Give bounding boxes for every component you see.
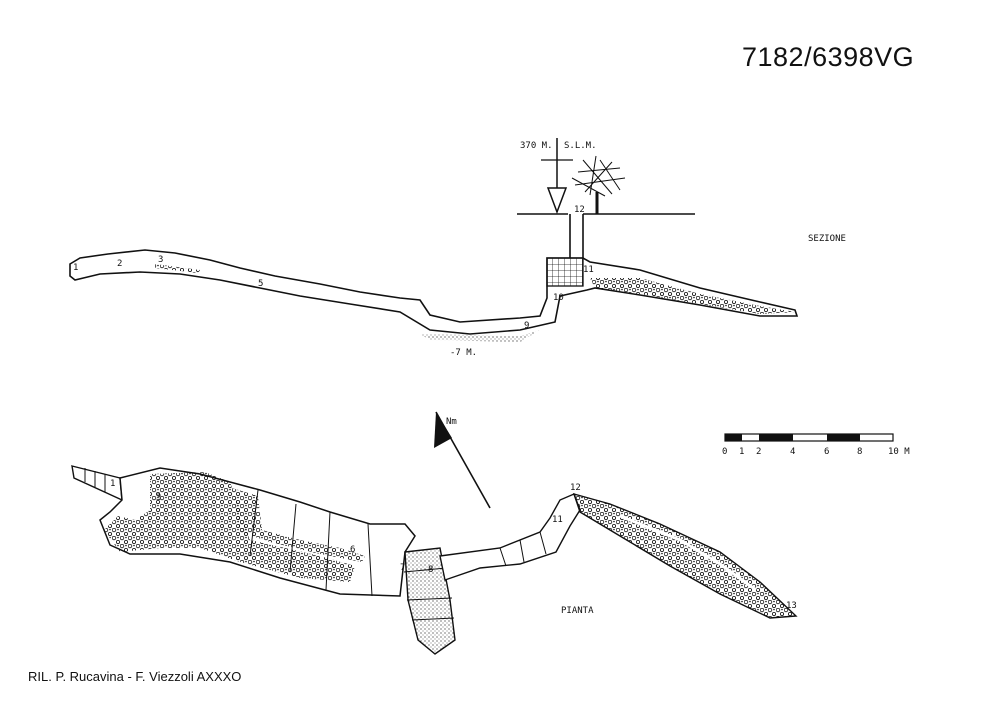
station-label: 3	[156, 493, 161, 503]
station-label: 7	[400, 563, 405, 573]
station-label: 2	[117, 259, 122, 269]
station-label: 11	[583, 265, 594, 275]
plan-view: 1 3 6 7 8 11 12 13 PIANTA	[71, 465, 798, 655]
station-label: 6	[350, 545, 355, 555]
scale-tick-label: 8	[857, 447, 862, 457]
station-label: 8	[428, 565, 433, 575]
station-label: 9	[524, 321, 529, 331]
datum-label: S.L.M.	[564, 141, 597, 151]
tree-symbol	[571, 155, 626, 214]
north-label: Nm	[446, 417, 457, 427]
plan-stations: 1 3 6 7 8 11 12 13	[110, 479, 797, 611]
scale-tick-label: 6	[824, 447, 829, 457]
cave-code: 7182/6398VG	[742, 42, 915, 72]
elevation-label: 370 M.	[520, 141, 553, 151]
scale-tick-label: 0	[722, 447, 727, 457]
scale-bar: 0 1 2 4 6 8 10 M	[722, 433, 910, 457]
plan-title: PIANTA	[561, 606, 594, 616]
scale-tick-label: 10 M	[888, 447, 910, 457]
station-label: 1	[110, 479, 115, 489]
station-label: 12	[570, 483, 581, 493]
section-title: SEZIONE	[808, 234, 846, 244]
section-profile: 1 2 3 5 9 10 11 12 370 M. S.L.M. -7 M. S…	[69, 138, 846, 358]
station-label: 3	[158, 255, 163, 265]
station-label: 13	[786, 601, 797, 611]
survey-credit: RIL. P. Rucavina - F. Viezzoli AXXXO	[28, 669, 242, 684]
station-label: 10	[553, 293, 564, 303]
scale-tick-label: 2	[756, 447, 761, 457]
station-label: 5	[258, 279, 263, 289]
depth-label: -7 M.	[450, 348, 477, 358]
section-stations: 1 2 3 5 9 10 11 12	[73, 205, 594, 331]
north-arrow: Nm	[434, 411, 491, 509]
scale-tick-label: 4	[790, 447, 795, 457]
station-label: 12	[574, 205, 585, 215]
scale-tick-label: 1	[739, 447, 744, 457]
station-label: 11	[552, 515, 563, 525]
station-label: 1	[73, 263, 78, 273]
